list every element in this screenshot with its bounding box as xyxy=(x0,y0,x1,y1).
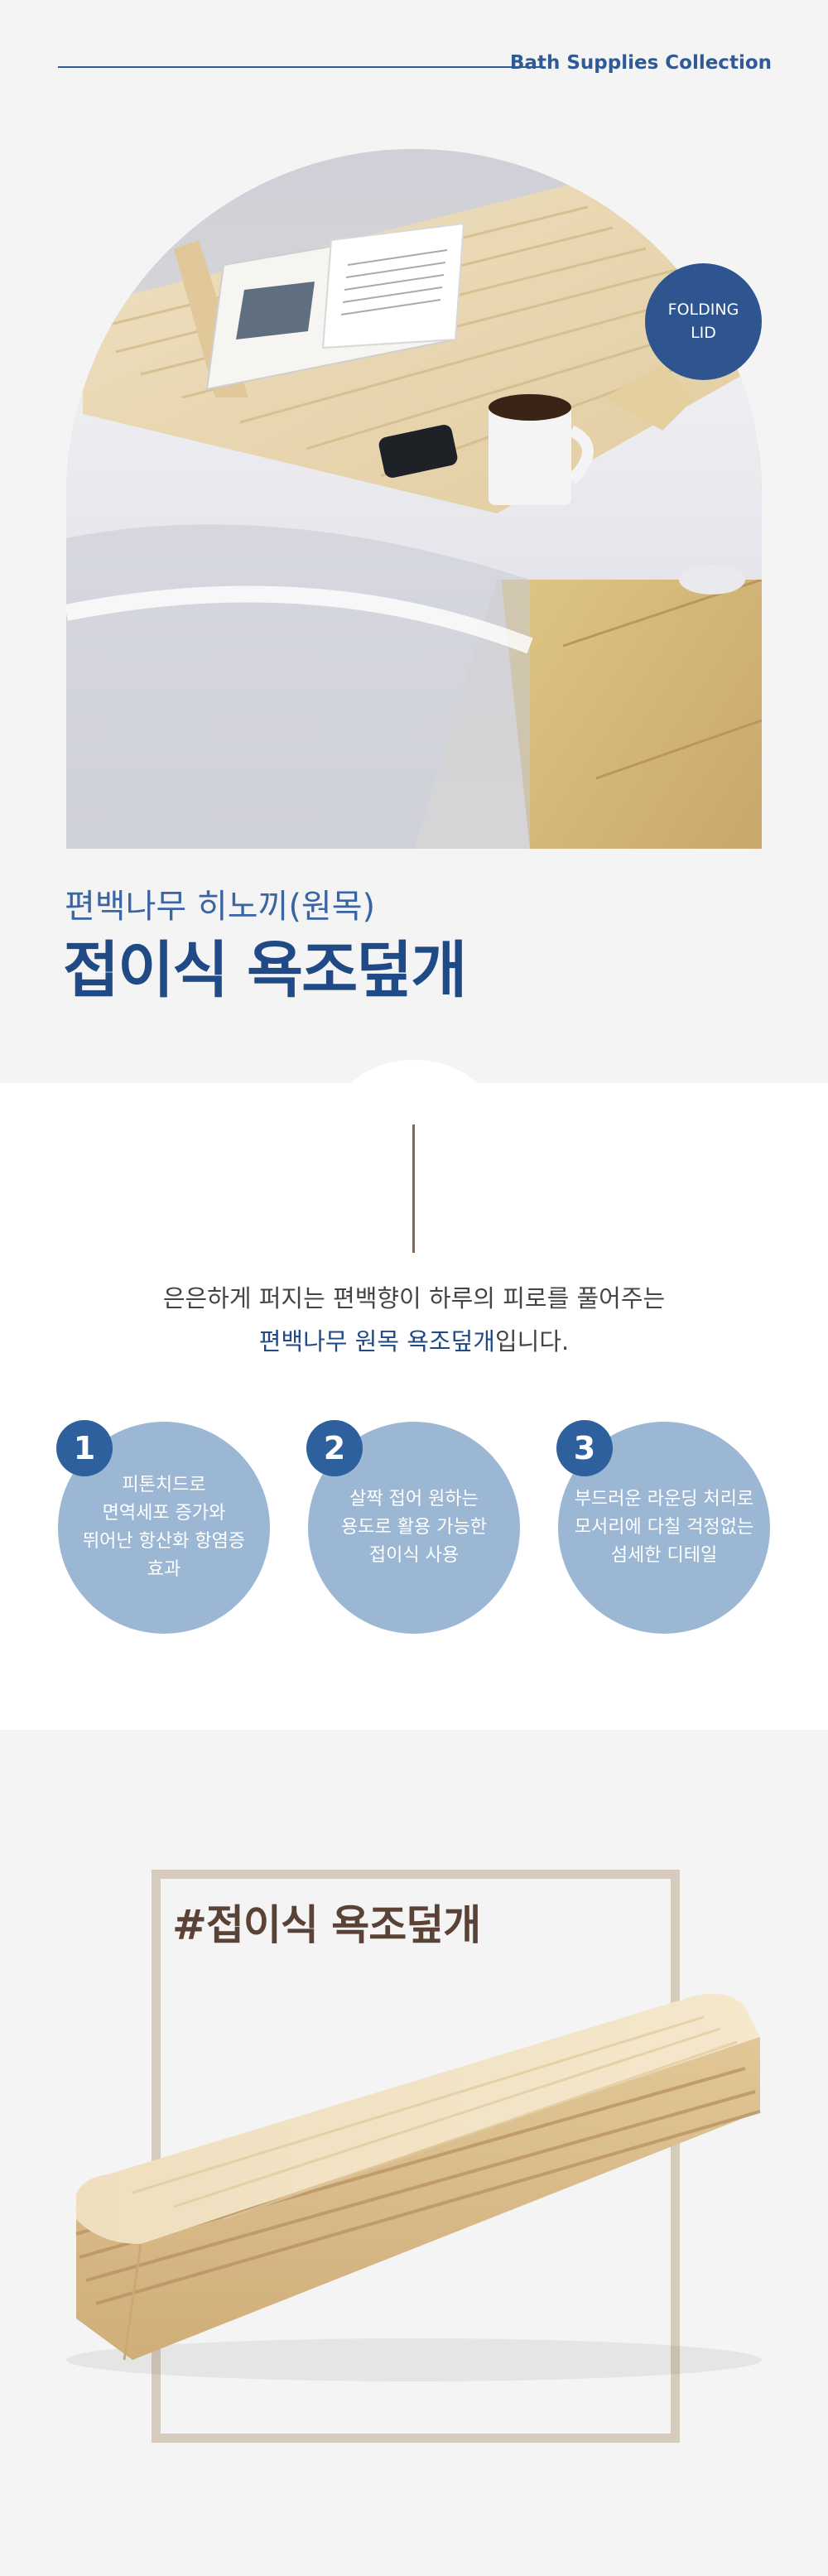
description-line-2: 편백나무 원목 욕조덮개입니다. xyxy=(0,1322,828,1357)
feature-1-line-2: 면역세포 증가와 xyxy=(102,1503,226,1524)
feature-text-3: 부드러운 라운딩 처리로 모서리에 다칠 걱정없는 섬세한 디테일 xyxy=(558,1485,770,1570)
feature-text-2: 살짝 접어 원하는 용도로 활용 가능한 접이식 사용 xyxy=(308,1485,520,1570)
feature-circle-3: 3 부드러운 라운딩 처리로 모서리에 다칠 걱정없는 섬세한 디테일 xyxy=(556,1420,770,1634)
feature-3-line-2: 모서리에 다칠 걱정없는 xyxy=(574,1517,754,1538)
hero-photo xyxy=(66,149,762,849)
bathtub-with-cover-illustration xyxy=(66,149,762,849)
feature-1-line-1: 피톤치드로 xyxy=(122,1475,206,1495)
feature-number-2: 2 xyxy=(306,1420,363,1476)
folded-cover-photo xyxy=(0,1971,828,2401)
feature-circle-1: 1 피톤치드로 면역세포 증가와 뛰어난 항산화 항염증 효과 xyxy=(56,1420,270,1634)
feature-2-line-1: 살짝 접어 원하는 xyxy=(349,1489,479,1509)
folded-wood-cover-illustration xyxy=(66,1993,762,2381)
feature-number-1: 1 xyxy=(56,1420,113,1476)
badge-line-1: FOLDING xyxy=(667,300,739,319)
feature-3-line-3: 섬세한 디테일 xyxy=(610,1545,718,1566)
divider-line xyxy=(412,1124,415,1253)
badge-line-2: LID xyxy=(691,323,716,342)
feature-1-line-4: 효과 xyxy=(147,1559,181,1580)
product-subtitle: 편백나무 히노끼(원목) xyxy=(65,888,376,926)
feature-3-line-1: 부드러운 라운딩 처리로 xyxy=(574,1489,754,1509)
product-frame xyxy=(152,1870,680,2443)
collection-title: Bath Supplies Collection xyxy=(509,52,772,74)
feature-number-3: 3 xyxy=(556,1420,613,1476)
folding-lid-badge: FOLDING LID xyxy=(645,263,762,380)
header-rule xyxy=(58,66,540,68)
description-line-1: 은은하게 퍼지는 편백향이 하루의 피로를 풀어주는 xyxy=(162,1284,666,1312)
product-title: 접이식 욕조덮개 xyxy=(63,935,467,1006)
description-rest: 입니다. xyxy=(494,1327,570,1355)
description-highlight: 편백나무 원목 욕조덮개 xyxy=(258,1327,495,1355)
feature-2-line-2: 용도로 활용 가능한 xyxy=(341,1517,487,1538)
feature-text-1: 피톤치드로 면역세포 증가와 뛰어난 항산화 항염증 효과 xyxy=(58,1471,270,1584)
feature-2-line-3: 접이식 사용 xyxy=(368,1545,460,1566)
feature-1-line-3: 뛰어난 항산화 항염증 xyxy=(82,1531,246,1552)
product-section-title: #접이식 욕조덮개 xyxy=(172,1901,481,1949)
feature-circle-2: 2 살짝 접어 원하는 용도로 활용 가능한 접이식 사용 xyxy=(306,1420,520,1634)
